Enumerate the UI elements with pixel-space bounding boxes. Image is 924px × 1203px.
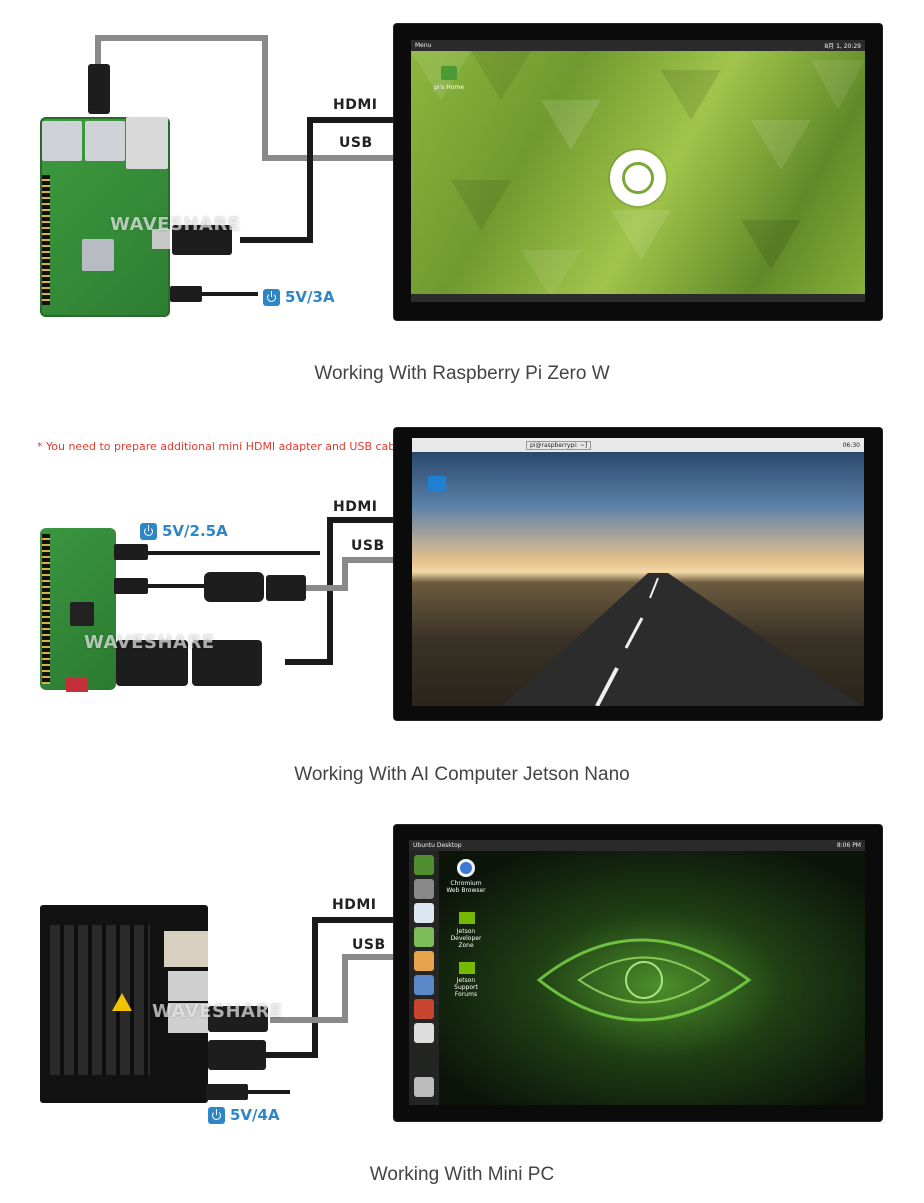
cpu-chip	[82, 239, 114, 271]
cable-diagram	[95, 35, 395, 296]
launcher-item[interactable]	[414, 1023, 434, 1043]
power-icon	[140, 522, 157, 540]
home-folder-label: pi's Home	[434, 84, 464, 91]
power-label: 5V/3A	[285, 288, 335, 306]
usb-port	[168, 1003, 208, 1033]
micro-usb-plug	[114, 544, 148, 560]
launcher-item[interactable]	[414, 951, 434, 971]
gpio-header	[42, 175, 50, 305]
raspberry-pi-board	[40, 117, 170, 317]
power-spec: 5V/3A	[263, 288, 335, 306]
usb-port	[42, 121, 82, 161]
desktop-screen: Ubuntu Desktop 8:06 PM Chromium Web Brow…	[409, 840, 865, 1105]
clock-label: 06:30	[842, 441, 860, 449]
otg-adapter	[204, 572, 264, 602]
usb-cable	[270, 954, 395, 1023]
launcher-bar	[409, 851, 439, 1105]
mini-hdmi-adapter	[116, 640, 188, 686]
terminal-title[interactable]: pi@raspberrypi: ~]	[526, 440, 592, 450]
top-panel: Ubuntu Desktop 8:06 PM	[409, 840, 865, 851]
hdmi-plug	[192, 640, 262, 686]
trash-icon[interactable]	[414, 1077, 434, 1097]
trash-icon[interactable]	[428, 476, 446, 492]
power-spec: 5V/4A	[208, 1106, 280, 1124]
section-caption: Working With Raspberry Pi Zero W	[314, 363, 610, 384]
watermark: WAVESHARE	[152, 1001, 283, 1022]
section-caption: Working With Mini PC	[369, 1164, 555, 1185]
cpu-chip	[70, 602, 94, 626]
clock-label: 8:06 PM	[836, 842, 861, 849]
power-label: 5V/4A	[230, 1106, 280, 1124]
usb-cable	[300, 557, 395, 591]
usb-label: USB	[351, 538, 385, 554]
micro-usb-plug	[114, 578, 148, 594]
usb-port	[85, 121, 125, 161]
warning-icon	[112, 993, 132, 1011]
power-label: 5V/2.5A	[162, 522, 228, 540]
clock-label: 8月 1, 20:29	[824, 43, 861, 50]
desktop-icon-label: Chromium Web Browser	[446, 880, 486, 894]
hdmi-cable	[265, 917, 395, 1058]
nvidia-icon[interactable]	[459, 962, 475, 974]
hdmi-plug	[208, 1040, 266, 1070]
usb-plug	[208, 1006, 268, 1032]
hdmi-cable	[240, 117, 395, 243]
section-jetson-nano: WAVESHARE 5V/2.5A HDMI USB pi@raspberryp…	[0, 400, 924, 800]
usb-plug	[88, 64, 110, 114]
gpio-header	[42, 534, 50, 684]
display-monitor: Ubuntu Desktop 8:06 PM Chromium Web Brow…	[394, 825, 882, 1121]
display-monitor: Menu 8月 1, 20:29 pi's Home	[394, 24, 882, 320]
top-panel: Menu 8月 1, 20:29	[411, 40, 865, 51]
launcher-item[interactable]	[414, 903, 434, 923]
road	[502, 573, 862, 706]
hdmi-label: HDMI	[333, 499, 378, 515]
jetson-nano-board	[40, 905, 208, 1103]
barrel-plug	[206, 1084, 248, 1100]
ubuntu-mate-logo-icon	[610, 150, 666, 206]
usb-plug	[266, 575, 306, 601]
desktop-icon-label: Jetson Support Forums	[454, 977, 478, 998]
power-icon	[208, 1106, 225, 1124]
section-mini-pc: WAVESHARE HDMI USB 5V/4A Ubuntu Desktop …	[0, 800, 924, 1200]
display-monitor: pi@raspberrypi: ~] 06:30	[394, 428, 882, 720]
hdmi-label: HDMI	[332, 897, 377, 913]
home-folder-icon[interactable]	[441, 66, 457, 80]
section-caption: Working With AI Computer Jetson Nano	[294, 764, 630, 785]
desktop-icon-label: Jetson Developer Zone	[450, 928, 482, 949]
watermark: WAVESHARE	[84, 632, 215, 653]
nvidia-icon[interactable]	[459, 912, 475, 924]
desktop-title: Ubuntu Desktop	[413, 842, 462, 849]
launcher-item[interactable]	[414, 855, 434, 875]
nvidia-eye-wallpaper	[536, 938, 752, 1022]
launcher-item[interactable]	[414, 975, 434, 995]
usb-port	[168, 971, 208, 1001]
watermark: WAVESHARE	[110, 214, 241, 235]
cable-diagram	[145, 517, 395, 665]
micro-usb-plug	[170, 286, 202, 302]
top-panel: pi@raspberrypi: ~] 06:30	[412, 438, 864, 452]
adapter-note: * You need to prepare additional mini HD…	[37, 440, 406, 453]
sd-card	[66, 678, 88, 692]
power-spec: 5V/2.5A	[140, 522, 228, 540]
hdmi-label: HDMI	[333, 97, 378, 113]
pi-zero-board	[40, 528, 116, 692]
usb-label: USB	[352, 937, 386, 953]
heatsink	[50, 925, 150, 1075]
launcher-item[interactable]	[414, 879, 434, 899]
bottom-panel	[411, 294, 865, 302]
launcher-item[interactable]	[414, 927, 434, 947]
hdmi-plug	[172, 225, 232, 255]
desktop-screen: pi@raspberrypi: ~] 06:30	[412, 438, 864, 706]
power-icon	[263, 288, 280, 306]
ethernet-port	[126, 117, 168, 169]
desktop-screen: Menu 8月 1, 20:29 pi's Home	[411, 40, 865, 302]
hdmi-port	[152, 229, 170, 249]
launcher-item[interactable]	[414, 999, 434, 1019]
menu-label[interactable]: Menu	[415, 42, 432, 49]
section-raspberry-pi: WAVESHARE HDMI USB 5V/3A Menu 8月 1, 20:2…	[0, 0, 924, 400]
usb-label: USB	[339, 135, 373, 151]
ethernet-port	[164, 931, 208, 967]
cable-diagram	[245, 917, 395, 1094]
chromium-icon[interactable]	[457, 859, 475, 877]
